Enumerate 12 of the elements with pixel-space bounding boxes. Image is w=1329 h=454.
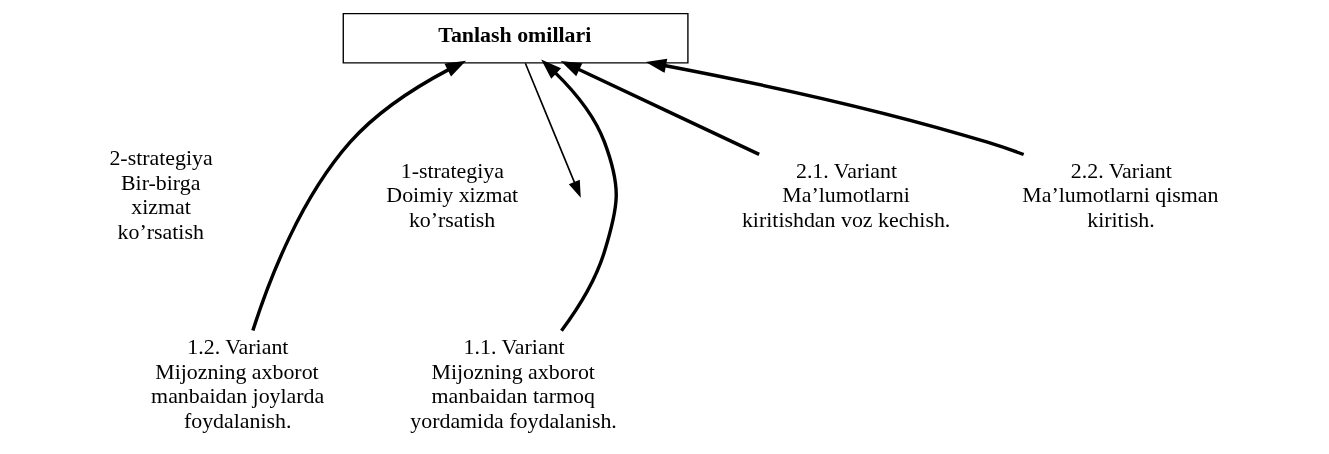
node-text: 1.2. Variant Mijozning axborot manbaidan joylarda foydalanish. <box>150 334 324 433</box>
arrow <box>524 62 581 198</box>
label: 2-strategiya Bir-birga xizmat ko’rsatish <box>108 146 213 245</box>
node-text: 1.1. Variant Mijozning axborot manbaidan tarmoq yordamida foydalanish. <box>409 334 617 433</box>
node-text: 2.1. Variant Ma’lumotlarni kiritishdan voz kechish. <box>741 158 950 232</box>
arrow <box>540 59 618 332</box>
node-text: 2.2. Variant Ma’lumotlarni qisman kiritish. <box>1021 158 1219 232</box>
node-box: Tanlash omillari <box>342 12 689 64</box>
arrow <box>645 58 1024 157</box>
arrow <box>250 60 466 332</box>
label: 1-strategiya Doimiy xizmat ko’rsatish <box>385 158 518 232</box>
arrow <box>560 60 760 156</box>
